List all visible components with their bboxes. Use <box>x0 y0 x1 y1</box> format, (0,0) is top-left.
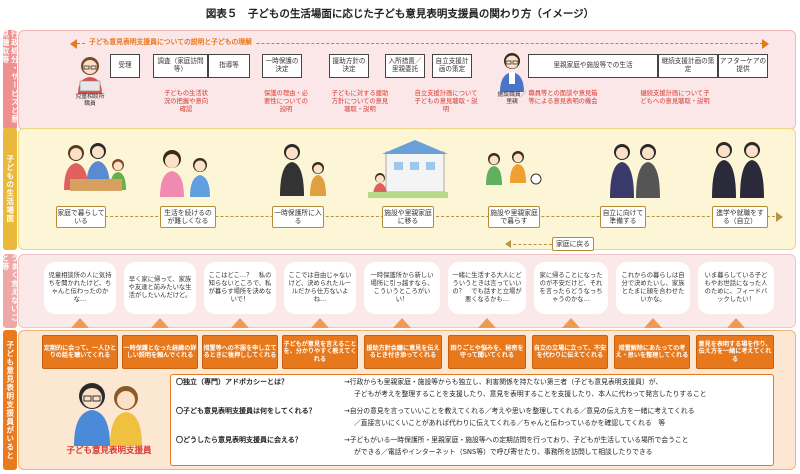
worry-bubble: ここはどこ…？ 私の知らないところで、私が暮らす場所を決めないで！ <box>204 262 276 314</box>
shelter-illustration <box>280 144 326 196</box>
life-stage-box: 施設や里親家庭で暮らす <box>488 206 540 228</box>
preparing-independence-illustration <box>610 144 660 198</box>
stage-box: 指導等 <box>208 54 250 78</box>
life-stage-box: 進学や就職をする（自立） <box>712 206 768 228</box>
explanation-arrow-label: 子ども意見表明支援員についての説明と子どもの理解 <box>86 38 255 47</box>
up-arrow <box>393 318 411 328</box>
life-stage-box: 一時保護所に入る <box>272 206 324 228</box>
explanation-arrow: 子ども意見表明支援員についての説明と子どもの理解 <box>70 38 769 50</box>
staff-left-label: 児童相談所職員 <box>75 94 105 107</box>
worry-bubble: 一緒に生活する大人にどういうときは言っていいの？ でも話すと立場が悪くなるかも… <box>448 262 526 314</box>
qa-answer: →行政からも里親家庭・施設等からも独立し、利害関係を持たない第三者（子ども意見表… <box>344 378 663 386</box>
support-box: 一時保護となった経緯の詳しい説明を頼んでくれる <box>122 335 198 369</box>
admin-note: 子どもの生活状況の把握や意向確認 <box>163 90 209 113</box>
worry-bubble: 早く家に帰って、家族や友達と前みたいな生活がしたいんだけど。 <box>124 262 196 314</box>
child-guidance-staff: 児童相談所職員 <box>70 54 110 107</box>
worries-row-label: うまく言えないこと等 <box>1 254 19 328</box>
crying-child-illustration <box>160 150 210 197</box>
life-stage-box: 自立に向けて準備する <box>600 206 646 228</box>
staff-woman-icon <box>78 57 102 94</box>
qa-question: 〇どうしたら意見表明支援員に会える？ <box>176 436 302 444</box>
up-arrow <box>231 318 249 328</box>
worry-bubble: これからの暮らしは自分で決めたいし、家族とたまに顔を合わせたいかな。 <box>616 262 690 314</box>
up-arrow <box>151 318 169 328</box>
graduation-illustration <box>712 142 764 198</box>
support-box: 定期的に会って、一人ひとりの話を聴いてくれる <box>42 335 118 369</box>
life-stage-box: 生活を続けるのが難しくなる <box>160 206 216 228</box>
admin-note: 子どもに対する援助方針についての意見聴取・説明 <box>331 90 389 113</box>
worry-bubble: 児童相談所の人に気持ちを聞かれたけど、ちゃんと伝わったのかな… <box>44 262 116 314</box>
qa-answer: ができる／電話やインターネット（SNS等）で呼び寄せたり、事務所を訪問して相談し… <box>354 448 653 456</box>
qa-question: 〇独立（専門）アドボカシーとは？ <box>176 378 288 386</box>
advocate-row-label: 子ども意見表明支援員がいると <box>3 330 17 470</box>
qa-answer: →自分の意見を言っていいことを教えてくれる／考えや思いを整理してくれる／意見の伝… <box>344 407 695 415</box>
staff-right-label: 施設職員／里親 <box>497 92 527 105</box>
support-box: 意見を表明する場を作り、伝え方を一緒に考えてくれる <box>696 335 774 369</box>
staff-man-icon <box>500 53 524 92</box>
up-arrow <box>727 318 745 328</box>
stage-box: 受理 <box>110 54 140 78</box>
stage-box: アフターケアの提供 <box>718 54 768 78</box>
playing-children-illustration <box>486 151 542 185</box>
advocate-label: 子ども意見表明支援員 <box>66 446 152 456</box>
life-row-label: 子どもの生活場面 <box>3 128 17 250</box>
qa-answer: 子どもが考えを整理することを支援したり、意見を表明することを支援したり、本人に代… <box>354 390 707 398</box>
up-arrow <box>311 318 329 328</box>
worry-bubble: いま暮らしている子どもやお世話になった人のために、フィードバックしたい！ <box>698 262 774 314</box>
worry-bubble: ここでは自由じゃないけど、決められたルールだから仕方ないよね… <box>284 262 356 314</box>
page-title: 図表５ 子どもの生活場面に応じた子ども意見表明支援員の関わり方（イメージ） <box>205 8 595 20</box>
qa-answer: ／直接言いにくいことがあれば代わりに伝えてくれる／ちゃんと伝わっているかを確認し… <box>354 419 666 427</box>
admin-note: 自立支援計画について子どもの意見聴取・説明 <box>414 90 478 113</box>
qa-panel <box>170 374 774 466</box>
life-stage-box: 施設や里親家庭に移る <box>382 206 434 228</box>
support-box: 措置等への不服を申し立てるときに後押ししてくれる <box>202 335 278 369</box>
facility-staff: 施設職員／里親 <box>493 50 531 105</box>
qa-answer: →子どもがいる一時保護所・里親家庭・施設等への定期訪問を行っており、子どもが生活… <box>344 436 689 444</box>
facility-building-illustration <box>368 140 448 198</box>
up-arrow <box>71 318 89 328</box>
worry-bubble: 一時保護所から新しい場所に引っ越すなら、こういうところがいい！ <box>364 262 440 314</box>
return-home-box: 家庭に戻る <box>552 237 594 251</box>
worry-bubble: 家に帰ることになったのが不安だけど、それを言ったらどうなっちゃうのかな… <box>534 262 608 314</box>
support-box: 措置解除にあたっての考え・思いを整理してくれる <box>614 335 690 369</box>
return-home-arrow <box>508 244 552 245</box>
admin-note: 保護の理由・必要性についての説明 <box>263 90 309 113</box>
up-arrow <box>562 318 580 328</box>
qa-question: 〇子ども意見表明支援員は何をしてくれる？ <box>176 407 316 415</box>
support-box: 援助方針会議に意見を伝えるとき付き添ってくれる <box>364 335 442 369</box>
stage-box: 里親家庭や施設等での生活 <box>528 54 658 78</box>
family-home-illustration <box>64 143 126 191</box>
support-box: 子どもが意見を言えることを、分かりやすく教えてくれる <box>282 335 358 369</box>
admin-row-label: 行政処分・サービスと意見聴取等 <box>1 30 19 130</box>
stage-box: 一時保護の決定 <box>262 54 302 78</box>
stage-box: 自立支援計画の策定 <box>432 54 472 78</box>
stage-box: 援助方針の決定 <box>329 54 369 78</box>
up-arrow <box>644 318 662 328</box>
admin-band <box>18 30 796 130</box>
admin-note: 継続支援計画について子どもへの意見聴取・説明 <box>640 90 710 105</box>
advocate-illustration <box>74 383 142 446</box>
support-box: 自立の立場に立って、不安を代わりに伝えてくれる <box>532 335 608 369</box>
support-box: 困りごとや悩みを、秘密を守って聞いてくれる <box>448 335 526 369</box>
stage-box: 調査（家庭訪問等） <box>153 54 208 78</box>
admin-note: 職員等との面談や意見箱等による意見表明の機会 <box>528 90 598 105</box>
stage-box: 入所措置／里親委託 <box>385 54 425 78</box>
life-stage-box: 家庭で暮らしている <box>56 206 106 228</box>
up-arrow <box>478 318 496 328</box>
stage-box: 継続支援計画の策定 <box>658 54 718 78</box>
